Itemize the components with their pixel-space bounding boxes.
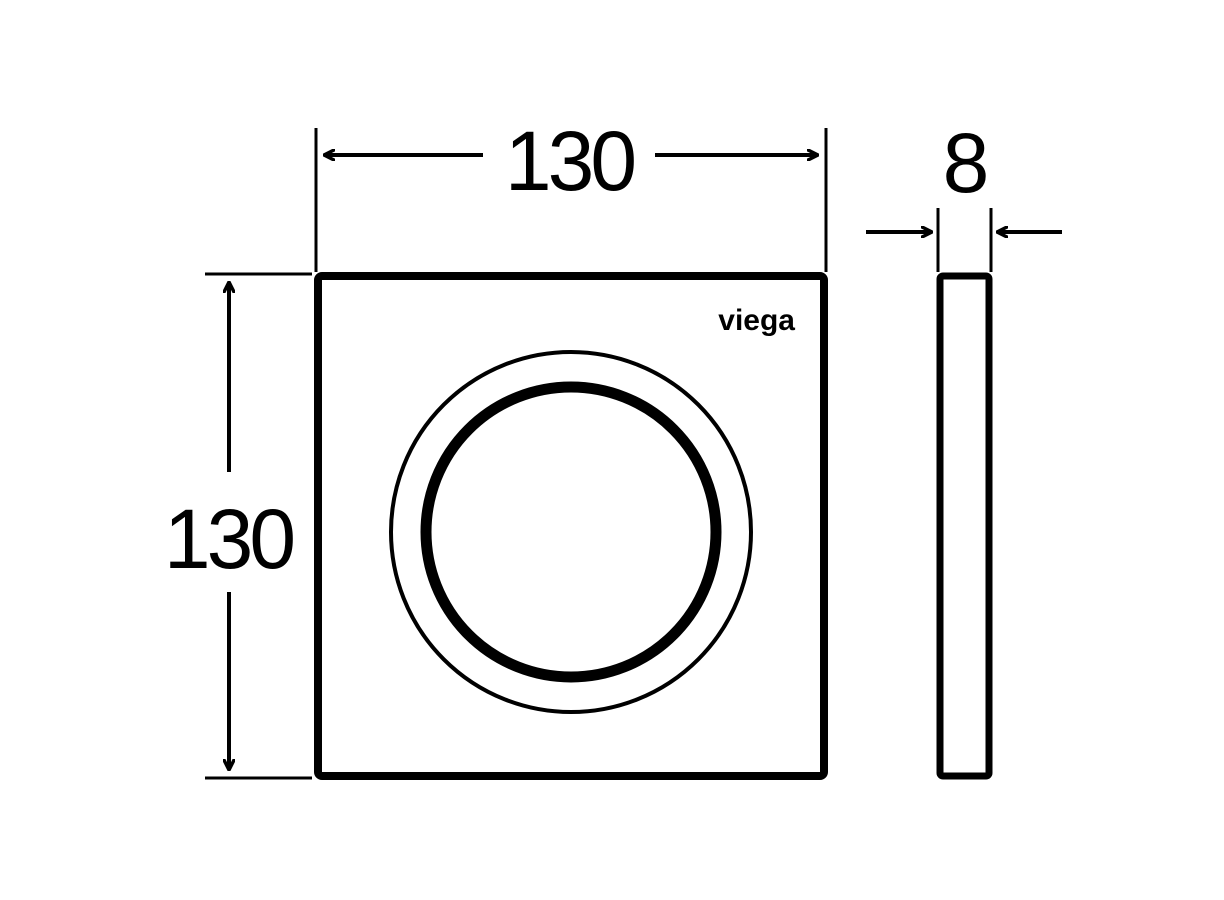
- width-label: 130: [505, 114, 634, 208]
- thickness-label: 8: [943, 116, 987, 210]
- viega-logo: viega: [718, 304, 795, 337]
- thickness-dimension: 8: [866, 116, 1062, 272]
- height-dimension: 130: [164, 272, 312, 780]
- cover-plate-outline: [314, 272, 828, 780]
- front-view: viega: [314, 272, 828, 780]
- height-label: 130: [164, 492, 293, 586]
- side-view: [936, 272, 993, 780]
- outer-ring: [389, 350, 753, 714]
- inner-ring: [420, 381, 722, 683]
- width-dimension: 130: [314, 114, 828, 272]
- side-profile-outline: [936, 272, 993, 780]
